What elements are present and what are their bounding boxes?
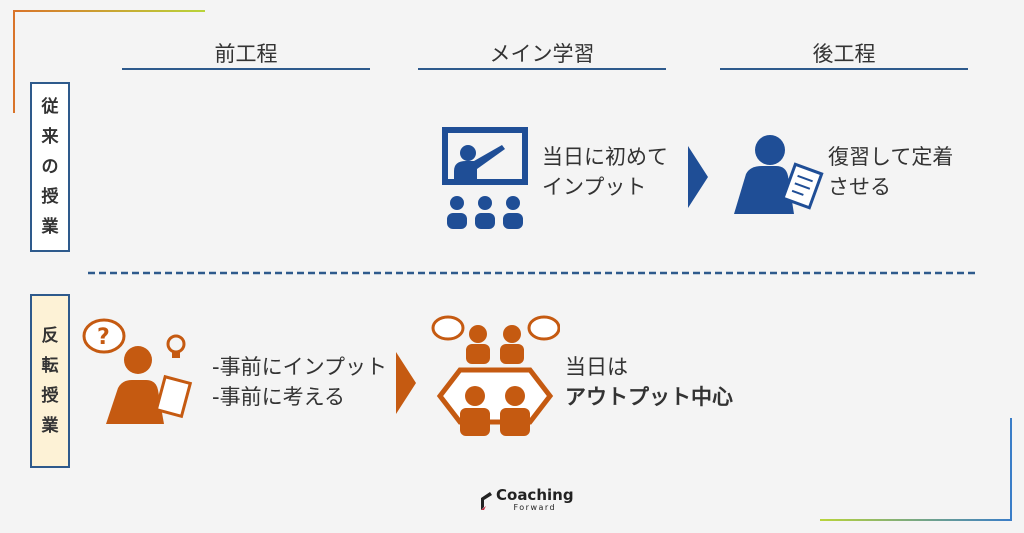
text-line: -事前にインプット [212, 355, 387, 379]
arrow-icon [688, 146, 708, 208]
header-pre: 前工程 [214, 42, 278, 66]
arrow-icon [396, 352, 416, 414]
label-char: 従 [41, 97, 59, 117]
header-line [720, 68, 968, 70]
flipped-pre-text: -事前にインプット -事前に考える [212, 352, 387, 412]
label-char: 授 [41, 386, 59, 406]
lecture-icon [442, 127, 528, 229]
label-char: 転 [41, 356, 59, 376]
header-line [418, 68, 666, 70]
label-char: 来 [41, 127, 59, 147]
traditional-post-text: 復習して定着させる [828, 142, 953, 202]
logo: Coaching Forward [478, 488, 574, 513]
label-traditional: 従来の授業 [30, 82, 70, 252]
logo-mark-icon [481, 491, 492, 510]
traditional-main-text: 当日に初めてインプット [542, 142, 668, 202]
label-char: 反 [41, 326, 59, 346]
text-line: -事前に考える [212, 385, 345, 409]
header-post: 後工程 [812, 42, 876, 66]
text-line: 当日に初めて [542, 145, 668, 169]
header-line [122, 68, 370, 70]
text-line: させる [828, 175, 891, 199]
svg-text:?: ? [97, 325, 110, 350]
review-person-icon [734, 135, 824, 214]
thinking-person-icon: ? [82, 318, 193, 424]
discussion-icon [431, 315, 560, 436]
text-line-bold: アウトプット中心 [565, 385, 733, 409]
flipped-main-text: 当日はアウトプット中心 [565, 352, 733, 412]
label-char: 業 [41, 416, 59, 436]
header-main: メイン学習 [489, 42, 595, 66]
label-char: の [41, 157, 59, 177]
logo-name: Coaching [496, 486, 574, 504]
label-char: 業 [41, 217, 59, 237]
label-flipped: 反転授業 [30, 294, 70, 468]
text-line: インプット [542, 175, 647, 199]
logo-sub: Forward [513, 503, 557, 512]
text-line: 復習して定着 [828, 145, 954, 169]
text-line: 当日は [565, 355, 628, 379]
label-char: 授 [41, 187, 59, 207]
